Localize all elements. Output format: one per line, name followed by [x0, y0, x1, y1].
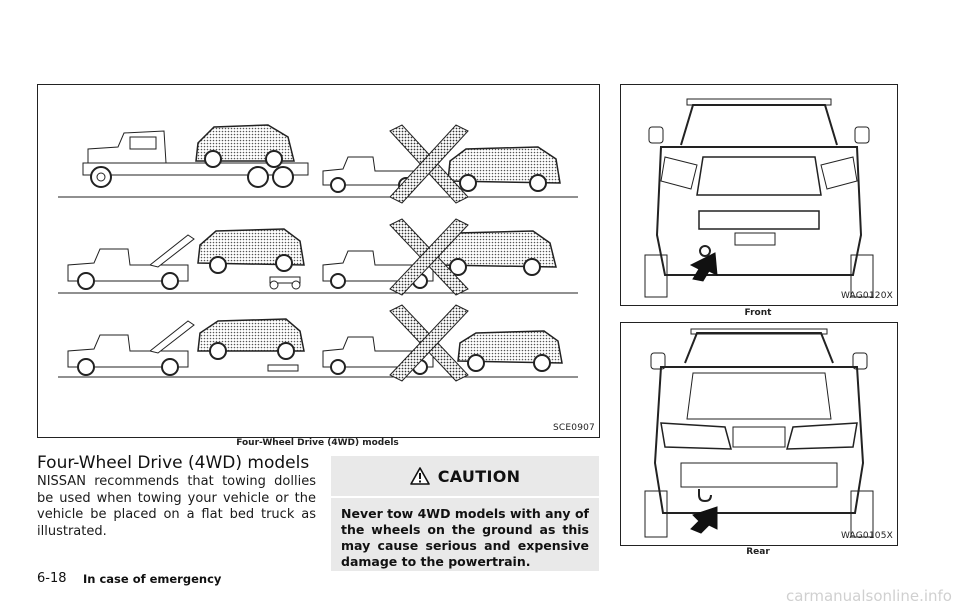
caution-box: CAUTION Never tow 4WD models with any of…	[331, 456, 599, 571]
incorrect-tow-row2	[322, 218, 557, 296]
chapter-title: In case of emergency	[83, 572, 222, 586]
incorrect-tow-row3	[322, 304, 563, 382]
figure-caption: Four-Wheel Drive (4WD) models	[236, 438, 399, 448]
front-tow-point-figure: WAG0120X	[620, 84, 898, 306]
towing-methods-figure: SCE0907	[37, 84, 600, 438]
incorrect-tow-row1	[322, 124, 561, 204]
page-number: 6-18	[37, 571, 67, 586]
figure-code: SCE0907	[553, 423, 595, 433]
tow-truck-with-dolly-rear	[67, 318, 305, 376]
figure-code: WAG0105X	[840, 531, 893, 541]
figure-caption: Front	[744, 308, 772, 318]
caution-title: CAUTION	[437, 466, 521, 486]
warning-triangle-icon	[409, 467, 430, 485]
caution-text: Never tow 4WD models with any of the whe…	[341, 506, 589, 569]
tow-point-arrow-front	[689, 252, 718, 282]
flatbed-truck	[82, 124, 309, 188]
watermark: carmanualsonline.info	[786, 587, 952, 605]
vehicle-front-illustration	[644, 98, 874, 298]
tow-truck-with-dolly	[67, 228, 305, 290]
caution-header: CAUTION	[331, 456, 599, 498]
rear-tow-point-figure: WAG0105X	[620, 322, 898, 546]
section-heading: Four-Wheel Drive (4WD) models	[37, 453, 310, 473]
towing-methods-illustration	[58, 124, 578, 382]
section-body: NISSAN recommends that towing dollies be…	[37, 474, 316, 539]
figure-code: WAG0120X	[840, 291, 893, 301]
vehicle-rear-illustration	[644, 328, 874, 538]
figure-caption: Rear	[746, 547, 770, 557]
tow-point-arrow-rear	[690, 506, 718, 534]
